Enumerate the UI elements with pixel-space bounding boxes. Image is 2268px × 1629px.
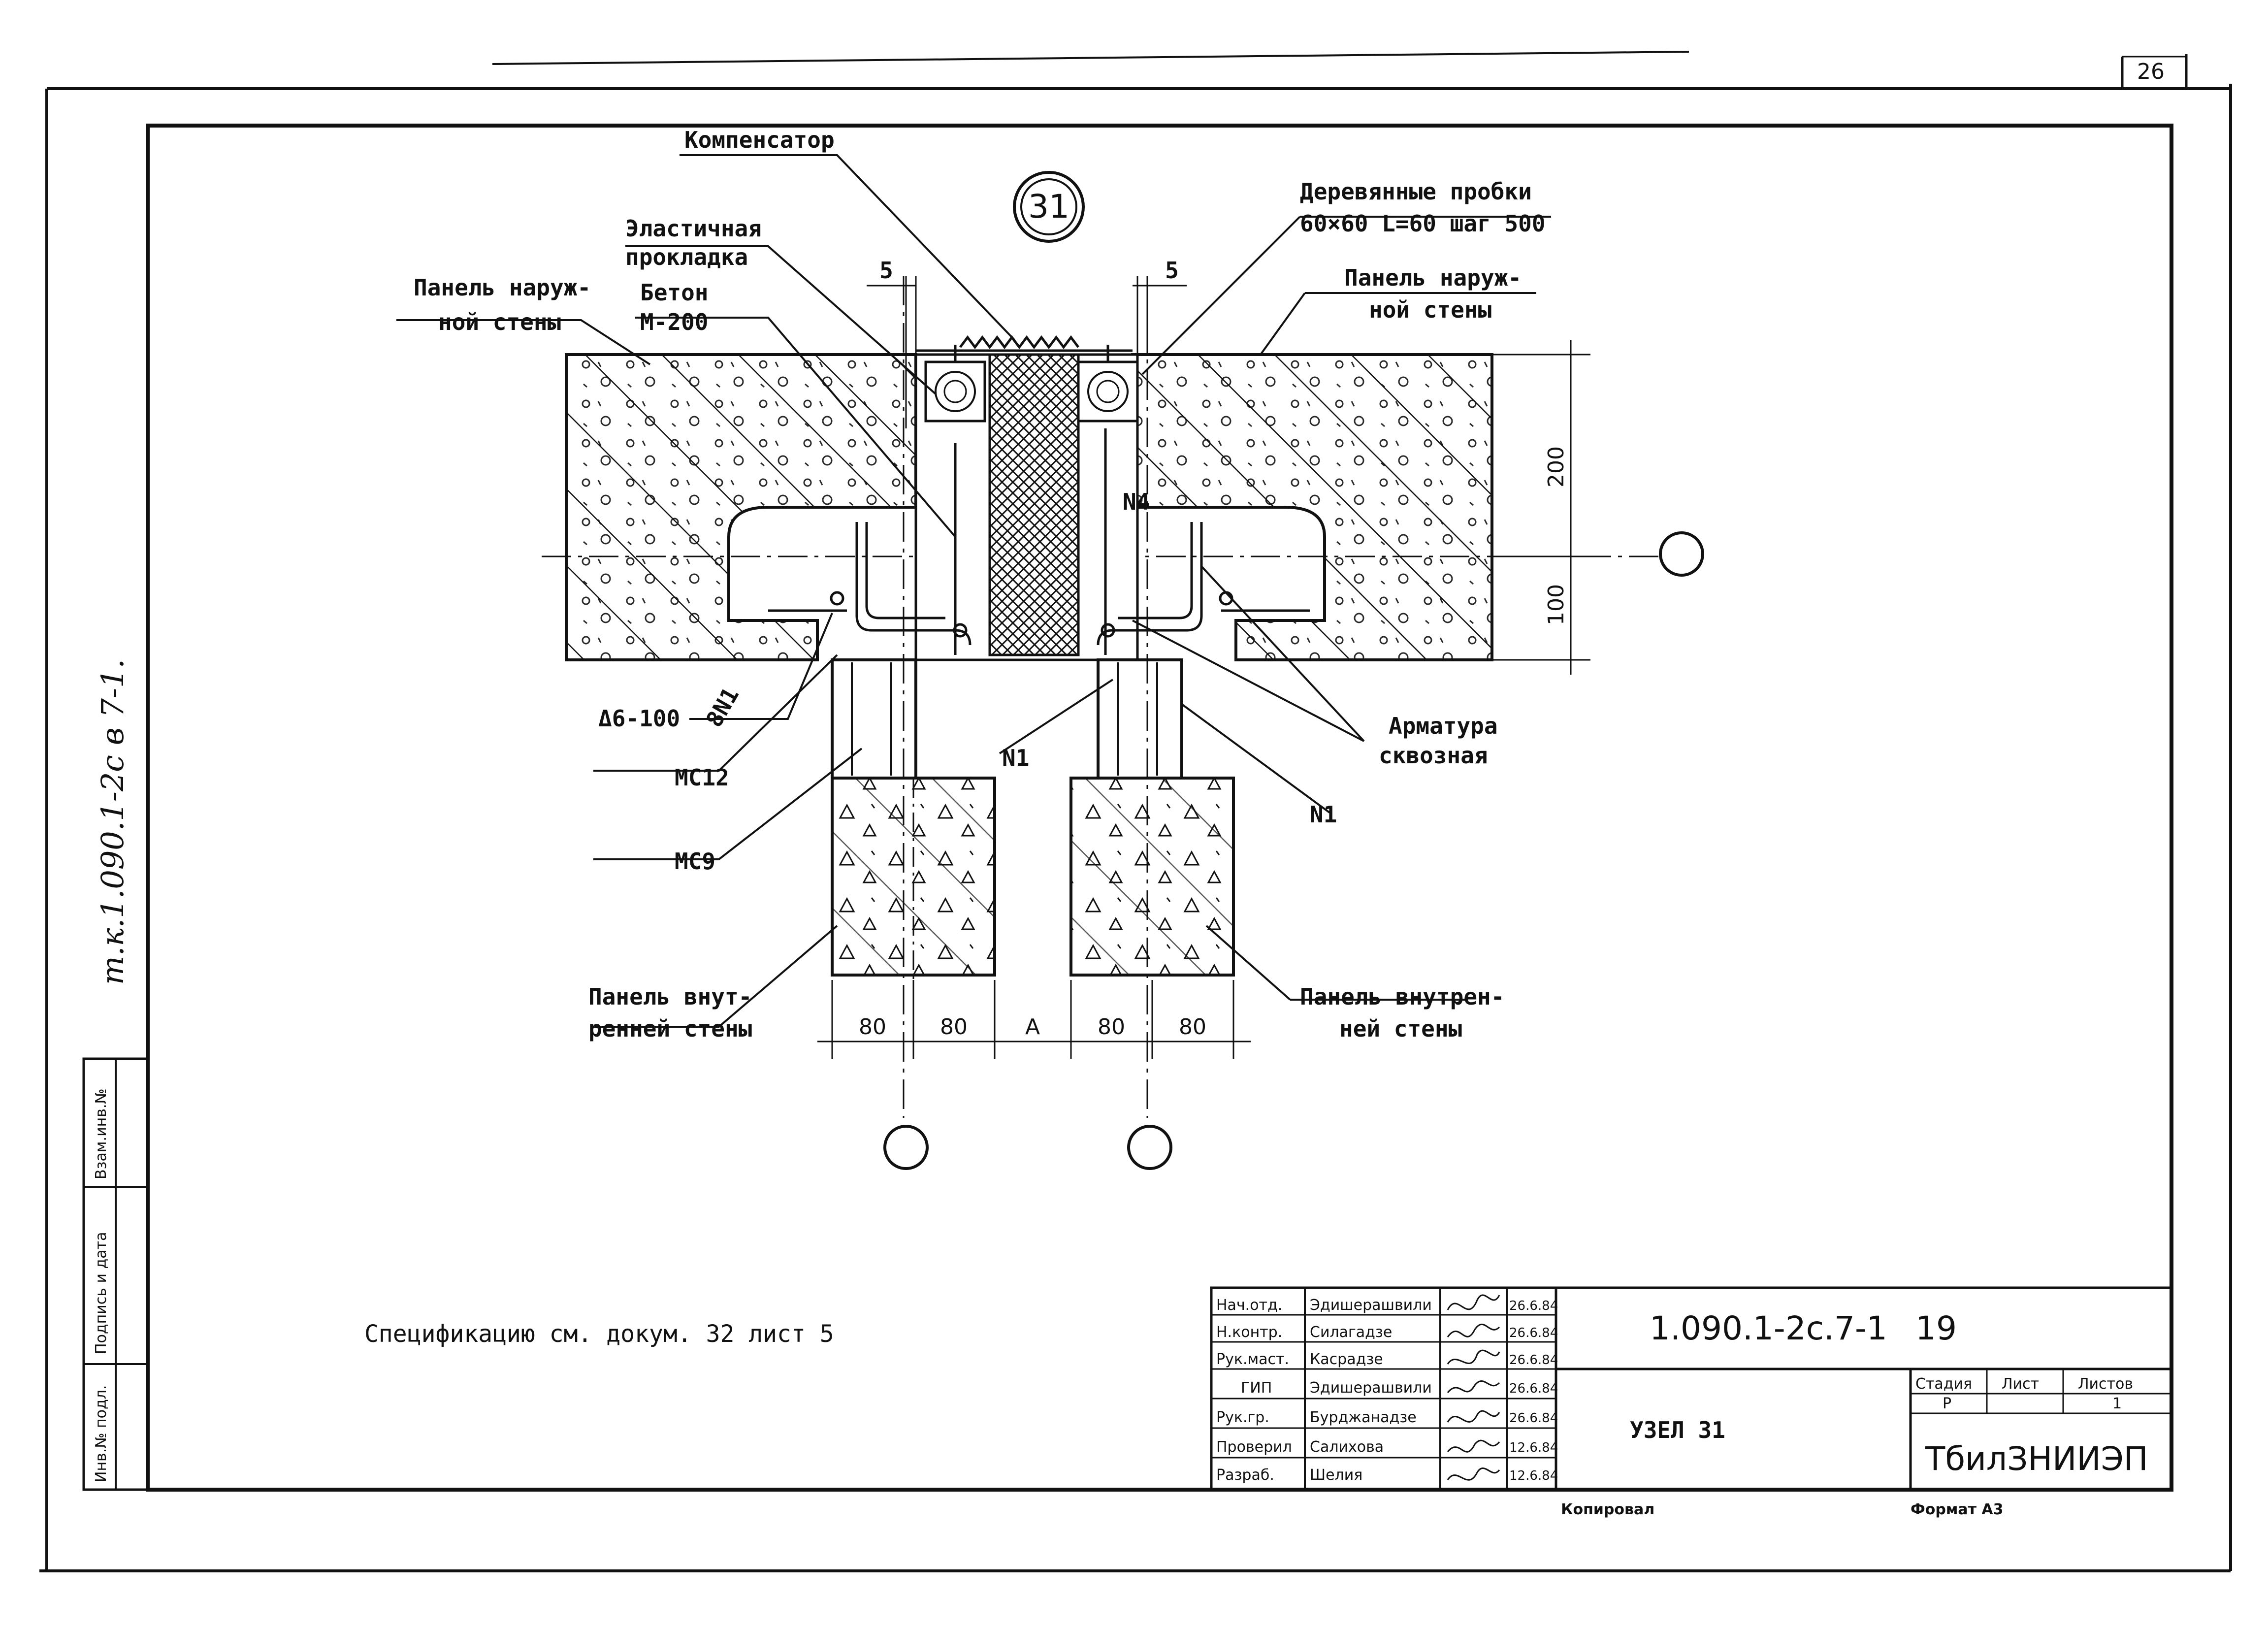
label-wood-plugs-spec: 60×60 L=60 шаг 500	[1300, 210, 1546, 237]
dim-80-1: 80	[859, 1014, 886, 1040]
label-elastic-gasket-2: прокладка	[625, 244, 748, 270]
axis-bubble-right-bottom	[1127, 1125, 1172, 1170]
tb-title: УЗЕЛ 31	[1630, 1417, 1725, 1443]
label-n1-b: N1	[1310, 801, 1337, 828]
outer-wall-panel-left	[565, 353, 917, 661]
label-outer-panel-left-2: ной стены	[438, 309, 561, 335]
tb-doc-sheet: 19	[1915, 1309, 1957, 1347]
tb-stage-header: Стадия	[1915, 1375, 1972, 1393]
title-block	[1210, 1286, 2173, 1491]
label-8n1: 8N1	[701, 683, 744, 732]
node-marker: 31	[1013, 171, 1085, 243]
tb-date-4: 26.6.84	[1509, 1411, 1558, 1426]
label-elastic-gasket-1: Эластичная	[625, 215, 762, 242]
tb-name-5: Салихова	[1310, 1438, 1384, 1456]
elastic-gasket	[988, 353, 1080, 656]
label-mc12: МС12	[675, 764, 729, 791]
node-number: 31	[1028, 188, 1069, 226]
embedded-plate-right	[1097, 658, 1183, 780]
tb-signatures	[1447, 1294, 1500, 1481]
stamp-replace-inv: Взам.инв.№	[93, 1088, 110, 1179]
label-inner-panel-right-1: Панель внутрен-	[1300, 983, 1504, 1010]
tb-role-5: Проверил	[1216, 1438, 1292, 1456]
tb-name-0: Эдишерашвили	[1310, 1297, 1432, 1314]
dim-80-4: 80	[1179, 1014, 1206, 1040]
outer-frame	[39, 51, 2232, 1572]
tb-name-1: Силагадзе	[1310, 1324, 1392, 1341]
tb-name-4: Бурджанадзе	[1310, 1409, 1417, 1426]
label-concrete-1: Бетон	[640, 279, 708, 306]
label-concrete-2: М-200	[640, 309, 708, 335]
axis-bubble-left-bottom	[883, 1125, 929, 1170]
tb-format: Формат А3	[1911, 1501, 2004, 1518]
inner-wall-panel-right	[1069, 777, 1235, 977]
tb-stage-value: Р	[1943, 1395, 1951, 1412]
dim-200: 200	[1544, 446, 1569, 488]
specification-note: Спецификацию см. докум. 32 лист 5	[364, 1320, 834, 1348]
label-n4: N4	[1123, 489, 1150, 515]
outer-wall-panel-right	[1131, 353, 1493, 661]
tb-organization: ТбилЗНИИЭП	[1925, 1440, 2148, 1478]
label-wood-plugs: Деревянные пробки	[1300, 178, 1532, 205]
inner-frame	[146, 124, 2173, 1492]
gap-5-right: 5	[1165, 257, 1179, 284]
tb-name-3: Эдишерашвили	[1310, 1379, 1432, 1397]
dimension-chain-bottom	[817, 980, 1251, 1059]
label-outer-panel-right-1: Панель наруж-	[1344, 264, 1522, 291]
tb-date-6: 12.6.84	[1509, 1468, 1558, 1483]
tb-role-6: Разраб.	[1216, 1466, 1274, 1484]
compensator	[959, 335, 1079, 350]
tb-role-4: Рук.гр.	[1216, 1409, 1269, 1426]
tb-sheets-header: Листов	[2078, 1375, 2133, 1393]
tb-name-6: Шелия	[1310, 1466, 1362, 1484]
dimension-chain-right	[1492, 340, 1590, 675]
dim-80-3: 80	[1098, 1014, 1125, 1040]
tb-sheet-header: Лист	[2002, 1375, 2039, 1393]
stamp-signature-date: Подпись и дата	[93, 1232, 110, 1355]
side-stamp: Инв.№ подл. Подпись и дата Взам.инв.№ т.…	[82, 659, 149, 1491]
tb-date-0: 26.6.84	[1509, 1299, 1558, 1313]
rebar-right	[1097, 428, 1310, 655]
gap-5-left: 5	[879, 257, 893, 284]
side-handwriting: т.к.1.090.1-2с в 7-1.	[95, 659, 130, 985]
dim-a: A	[1025, 1014, 1040, 1040]
tb-date-2: 26.6.84	[1509, 1353, 1558, 1368]
wood-plug-left	[924, 345, 986, 423]
label-n1-a: N1	[1002, 745, 1029, 771]
label-inner-panel-left-1: Панель внут-	[588, 983, 752, 1010]
tb-role-3: ГИП	[1241, 1379, 1272, 1397]
sheet-number: 26	[2137, 59, 2165, 84]
tb-sheets-value: 1	[2112, 1395, 2122, 1412]
axis-bubbles	[883, 531, 1704, 1170]
tb-role-2: Рук.маст.	[1216, 1351, 1289, 1368]
tb-role-1: Н.контр.	[1216, 1324, 1282, 1341]
rebar-left	[768, 443, 972, 655]
tb-copied: Копировал	[1561, 1501, 1654, 1518]
dim-80-2: 80	[940, 1014, 968, 1040]
label-mc9: МС9	[675, 848, 715, 875]
stamp-inv-no: Инв.№ подл.	[93, 1385, 110, 1482]
leader-lines	[396, 154, 1551, 1028]
tb-name-2: Касрадзе	[1310, 1351, 1383, 1368]
label-inner-panel-left-2: ренней стены	[588, 1015, 752, 1042]
axis-bubble-right	[1659, 531, 1704, 577]
tb-role-0: Нач.отд.	[1216, 1297, 1282, 1314]
label-bar-spec: Δ6-100	[598, 705, 680, 732]
gap-markers	[867, 276, 1187, 428]
tb-doc-code: 1.090.1-2с.7-1	[1650, 1309, 1887, 1347]
label-rebar-2: сквозная	[1379, 742, 1488, 769]
label-outer-panel-left-1: Панель наруж-	[414, 274, 591, 301]
tb-date-1: 26.6.84	[1509, 1326, 1558, 1340]
tb-date-3: 26.6.84	[1509, 1381, 1558, 1396]
inner-wall-panel-left	[831, 777, 996, 980]
dim-100: 100	[1544, 584, 1569, 625]
label-outer-panel-right-2: ной стены	[1369, 296, 1491, 323]
label-inner-panel-right-2: ней стены	[1339, 1015, 1462, 1042]
sheet-number-box: 26	[2121, 54, 2188, 89]
tb-date-5: 12.6.84	[1509, 1440, 1558, 1455]
label-rebar-1: Арматура	[1389, 713, 1498, 739]
label-compensator: Компенсатор	[684, 127, 835, 153]
